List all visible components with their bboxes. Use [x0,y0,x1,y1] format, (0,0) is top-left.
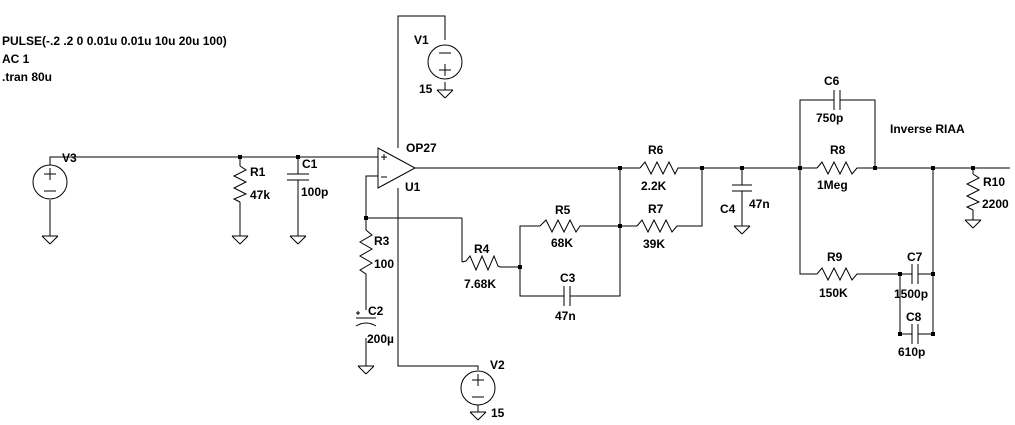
c2-value: 200µ [367,332,394,346]
r1-label: R1 [250,165,266,179]
v2-label: V2 [490,358,505,372]
resistor-r4[interactable]: R4 7.68K [461,242,501,291]
r5-label: R5 [555,203,571,217]
spice-directives: PULSE(-.2 .2 0 0.01u 0.01u 10u 20u 100) … [2,34,227,84]
c1-value: 100p [301,185,328,199]
resistor-icon [539,218,583,234]
voltage-source-icon [460,370,496,406]
resistor-r1[interactable]: R1 47k [232,165,270,203]
resistor-icon [965,173,981,211]
opamp-model: OP27 [406,141,437,155]
inverse-riaa-annotation: Inverse RIAA [890,122,965,136]
c6-value: 750p [816,111,843,125]
c4-value: 47n [749,197,770,211]
c2-label: C2 [368,304,384,318]
r4-label: R4 [474,242,490,256]
c7-label: C7 [907,250,923,264]
resistor-r10[interactable]: R10 2200 [965,173,1009,211]
voltage-source-icon [32,164,68,200]
resistor-icon [359,229,373,280]
opamp-u1[interactable]: OP27 U1 [377,141,437,194]
resistor-icon [816,266,860,282]
c3-label: C3 [560,271,576,285]
resistor-r5[interactable]: R5 68K [539,203,583,250]
r8-value: 1Meg [817,178,848,192]
r10-label: R10 [983,175,1005,189]
r4-value: 7.68K [464,277,496,291]
r5-value: 68K [551,236,573,250]
resistor-icon [816,160,860,176]
polarized-capacitor-icon [355,311,377,327]
c8-value: 610p [898,345,925,359]
pulse-directive: PULSE(-.2 .2 0 0.01u 0.01u 10u 20u 100) [2,34,227,48]
capacitor-c3[interactable]: C3 47n [555,271,576,323]
r9-value: 150K [819,286,848,300]
capacitor-icon [911,264,919,284]
capacitor-c7[interactable]: C7 1500p [894,250,928,301]
c6-label: C6 [824,74,840,88]
r8-label: R8 [830,143,846,157]
resistor-r7[interactable]: R7 39K [636,202,680,251]
r6-label: R6 [648,143,664,157]
wires [49,15,1010,412]
ground-icon [289,235,307,245]
r7-value: 39K [643,237,665,251]
ground-icon [733,225,751,235]
voltage-source-icon [427,44,463,80]
v1-label: V1 [414,33,429,47]
r6-value: 2.2K [641,179,667,193]
capacitor-c8[interactable]: C8 610p [898,310,925,359]
ac-directive: AC 1 [2,52,30,66]
capacitor-icon [911,324,919,344]
resistor-icon [636,218,680,234]
ground-icon [469,411,487,421]
ground-icon [41,235,59,245]
r1-value: 47k [250,188,270,202]
capacitor-c4[interactable]: C4 47n [720,184,770,216]
capacitor-c2[interactable]: C2 200µ [355,304,394,346]
v1-value: 15 [419,82,433,96]
c3-value: 47n [555,309,576,323]
r3-value: 100 [374,257,394,271]
v2-value: 15 [491,406,505,420]
ground-icon [436,89,454,99]
r7-label: R7 [648,202,664,216]
resistor-r8[interactable]: R8 1Meg [816,143,860,192]
opamp-icon [377,147,417,189]
resistor-r3[interactable]: R3 100 [359,229,394,280]
opamp-ref: U1 [405,180,421,194]
capacitor-icon [563,286,571,306]
ground-icon [964,219,982,229]
capacitor-c6[interactable]: C6 750p [816,74,843,125]
capacitor-c1[interactable]: C1 100p [287,157,328,199]
capacitor-icon [732,184,752,192]
resistor-icon [232,165,248,203]
r10-value: 2200 [982,197,1009,211]
capacitor-icon [287,173,309,181]
ground-icon [231,235,249,245]
voltage-source-v1[interactable]: V1 15 [414,33,463,96]
capacitor-icon [833,90,841,110]
r3-label: R3 [374,234,390,248]
c4-label: C4 [720,202,736,216]
resistor-icon [461,254,501,272]
ground-icon [357,365,375,375]
c1-label: C1 [302,157,318,171]
resistor-icon [639,160,680,176]
c8-label: C8 [906,310,922,324]
voltage-source-v2[interactable]: V2 15 [460,358,505,420]
resistor-r9[interactable]: R9 150K [816,250,860,300]
junctions [238,155,975,336]
v3-label: V3 [62,151,77,165]
c7-value: 1500p [894,287,928,301]
r9-label: R9 [827,250,843,264]
voltage-source-v3[interactable]: V3 [32,151,77,200]
resistor-r6[interactable]: R6 2.2K [639,143,680,193]
tran-directive: .tran 80u [2,70,52,84]
